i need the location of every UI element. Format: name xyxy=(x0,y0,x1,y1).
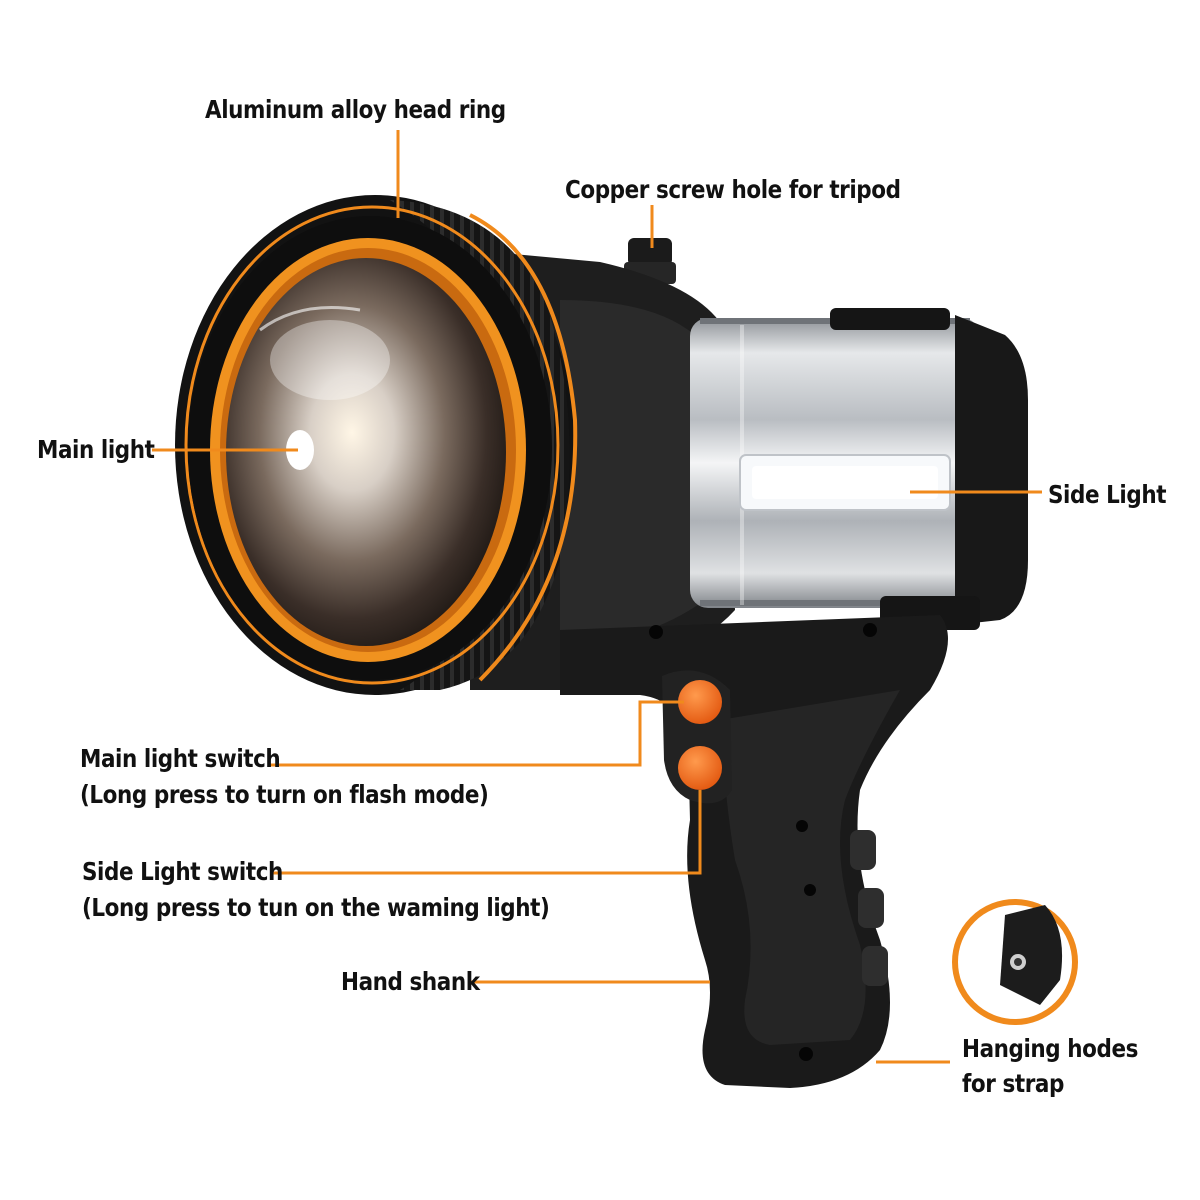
label-hanging-holes: Hanging hodes xyxy=(962,1034,1139,1063)
callout-main-switch xyxy=(270,700,684,767)
label-side-light: Side Light xyxy=(1048,480,1167,509)
callout-lines xyxy=(152,130,1042,1064)
spotlight-head xyxy=(175,195,578,695)
tripod-screw-knob xyxy=(628,238,672,266)
label-main-light: Main light xyxy=(37,435,155,464)
hanging-holes-inset xyxy=(952,899,1078,1025)
label-main-switch-note: (Long press to turn on flash mode) xyxy=(80,780,489,809)
label-side-switch-note: (Long press to tun on the waming light) xyxy=(82,893,550,922)
main-light-reflector xyxy=(226,258,506,646)
label-head-ring: Aluminum alloy head ring xyxy=(205,95,506,124)
tail-cap xyxy=(955,315,1028,625)
callout-side-switch xyxy=(272,790,702,875)
side-light-switch-button[interactable] xyxy=(678,746,722,790)
label-main-switch: Main light switch xyxy=(80,744,281,773)
label-side-switch: Side Light switch xyxy=(82,857,283,886)
main-light-switch-button[interactable] xyxy=(678,680,722,724)
label-hand-shank: Hand shank xyxy=(341,967,480,996)
label-screw-hole: Copper screw hole for tripod xyxy=(565,175,901,204)
label-hanging-holes-2: for strap xyxy=(962,1069,1064,1098)
